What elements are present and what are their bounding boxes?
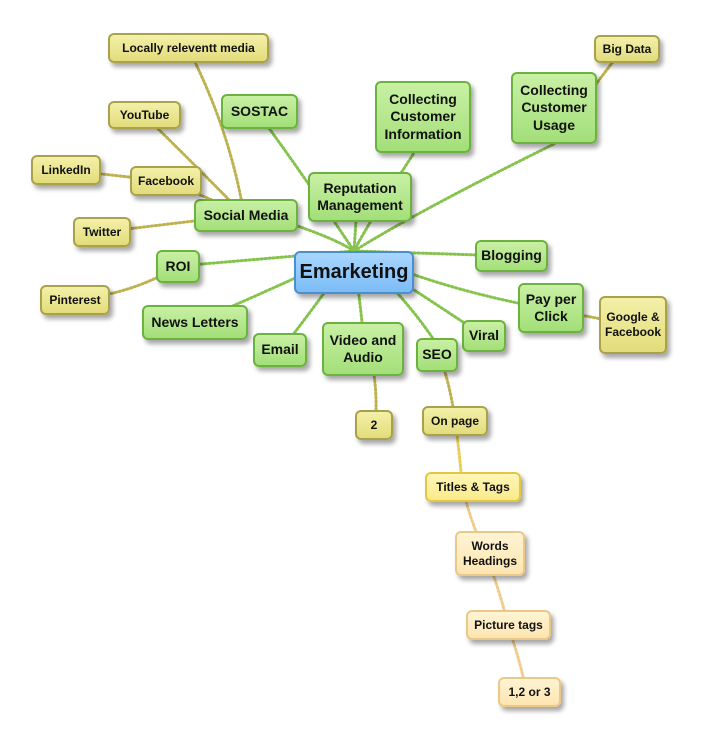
- leaf-picture-tags[interactable]: Picture tags: [466, 610, 551, 640]
- branch-collecting-customer-usage[interactable]: Collecting Customer Usage: [511, 72, 597, 144]
- leaf-big-data[interactable]: Big Data: [594, 35, 660, 63]
- leaf-linkedin[interactable]: LinkedIn: [31, 155, 101, 185]
- branch-seo[interactable]: SEO: [416, 338, 458, 372]
- leaf-on-page[interactable]: On page: [422, 406, 488, 436]
- leaf-locally-relevant-media[interactable]: Locally releventt media: [108, 33, 269, 63]
- branch-roi[interactable]: ROI: [156, 250, 200, 283]
- leaf-youtube[interactable]: YouTube: [108, 101, 181, 129]
- branch-email[interactable]: Email: [253, 333, 307, 367]
- leaf-words-headings[interactable]: Words Headings: [455, 531, 525, 576]
- central-topic-emarketing[interactable]: Emarketing: [294, 251, 414, 294]
- leaf-one-two-or-three[interactable]: 1,2 or 3: [498, 677, 561, 707]
- branch-viral[interactable]: Viral: [462, 320, 506, 352]
- leaf-twitter[interactable]: Twitter: [73, 217, 131, 247]
- branch-social-media[interactable]: Social Media: [194, 199, 298, 232]
- leaf-google-and-facebook[interactable]: Google & Facebook: [599, 296, 667, 354]
- leaf-titles-and-tags[interactable]: Titles & Tags: [425, 472, 521, 502]
- branch-news-letters[interactable]: News Letters: [142, 305, 248, 340]
- leaf-video-2[interactable]: 2: [355, 410, 393, 440]
- leaf-facebook[interactable]: Facebook: [130, 166, 202, 196]
- branch-pay-per-click[interactable]: Pay per Click: [518, 283, 584, 333]
- branch-collecting-customer-information[interactable]: Collecting Customer Information: [375, 81, 471, 153]
- branch-video-and-audio[interactable]: Video and Audio: [322, 322, 404, 376]
- branch-blogging[interactable]: Blogging: [475, 240, 548, 272]
- branch-sostac[interactable]: SOSTAC: [221, 94, 298, 129]
- leaf-pinterest[interactable]: Pinterest: [40, 285, 110, 315]
- branch-reputation-management[interactable]: Reputation Management: [308, 172, 412, 222]
